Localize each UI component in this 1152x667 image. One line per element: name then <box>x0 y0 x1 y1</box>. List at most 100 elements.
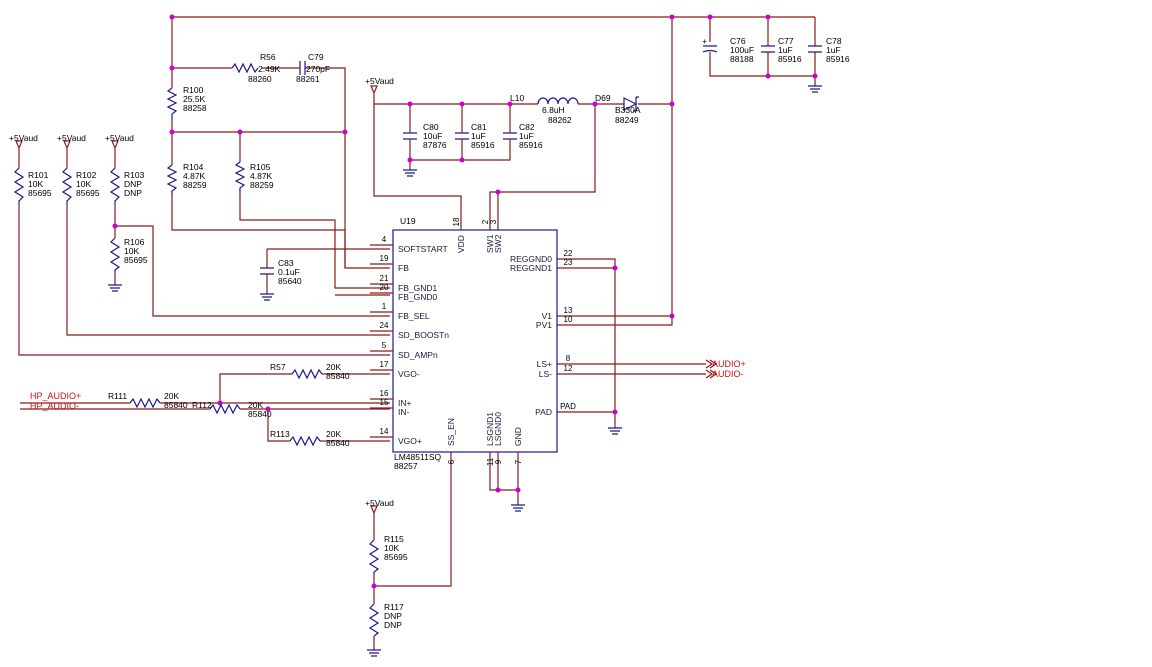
component-ref: R100 <box>183 85 204 95</box>
component-value: B330A <box>615 105 641 115</box>
component-ref: R111 <box>108 391 127 401</box>
component-ref: R104 <box>183 162 204 172</box>
chip-pin-number: 1 <box>382 302 387 311</box>
component-value: 20K <box>326 429 341 439</box>
chip-pin-number: 20 <box>380 283 389 292</box>
component-ref: C80 <box>423 122 439 132</box>
chip-pin-number: 13 <box>564 306 573 315</box>
chip-pin-number: 14 <box>380 427 389 436</box>
component-ref: R112 <box>192 400 212 410</box>
component-ref: C76 <box>730 36 746 46</box>
chip-pin-name: LSGND0 <box>493 412 503 446</box>
component-code: 88258 <box>183 103 207 113</box>
component-value: 1uF <box>826 45 841 55</box>
junctions <box>112 14 818 589</box>
chip-pin-number: 12 <box>564 364 573 373</box>
chip-pin-name: SW2 <box>493 234 503 253</box>
chip-pin-name: LS+ <box>537 359 552 369</box>
chip-pin-number: 11 <box>486 457 495 466</box>
component-ref: R56 <box>260 52 276 62</box>
chip-pin-number: 10 <box>564 315 573 324</box>
component-code: 85695 <box>28 188 52 198</box>
component-code: 85840 <box>326 438 350 448</box>
component-value: 10K <box>76 179 91 189</box>
component-code: 85640 <box>278 276 302 286</box>
component-code: 88260 <box>248 74 272 84</box>
supply-label: +5Vaud <box>365 76 394 86</box>
component-ref: R106 <box>124 237 145 247</box>
component-value: 20K <box>164 391 179 401</box>
component-value: 10uF <box>423 131 442 141</box>
component-ref: R115 <box>384 534 404 544</box>
component-ref: C79 <box>308 52 324 62</box>
component-code: 85840 <box>326 371 350 381</box>
component-code: 85695 <box>76 188 100 198</box>
power-arrows <box>15 85 378 515</box>
chip-pin-name: REGGND0 <box>510 254 552 264</box>
component-code: 88259 <box>250 180 274 190</box>
component-code: 88261 <box>296 74 320 84</box>
chip-pin-name: SD_AMPn <box>398 350 438 360</box>
chip-pin-name: FB_SEL <box>398 311 430 321</box>
net-labels: HP_AUDIO+ HP_AUDIO- AUDIO+ AUDIO- <box>30 359 746 411</box>
chip-pin-number: 22 <box>564 249 573 258</box>
chip-pin-name: SOFTSTART <box>398 244 448 254</box>
component-ref: L10 <box>510 93 524 103</box>
component-value: 1uF <box>471 131 486 141</box>
diode-d69 <box>623 96 639 112</box>
chip-pin-number: 18 <box>452 217 461 226</box>
chip-pin-name: SS_EN <box>446 418 456 446</box>
component-code: 85916 <box>826 54 850 64</box>
component-code: 85916 <box>471 140 495 150</box>
chip-pin-name: PAD <box>535 407 552 417</box>
component-ref: C82 <box>519 122 535 132</box>
chip-pin-name: V1 <box>542 311 553 321</box>
component-ref: C77 <box>778 36 794 46</box>
net-label-hp-neg: HP_AUDIO- <box>30 401 79 411</box>
chip-pin-number: PAD <box>560 402 576 411</box>
chip-pin-name: LSGND1 <box>485 412 495 446</box>
component-ref: R102 <box>76 170 97 180</box>
component-code: 88262 <box>548 115 572 125</box>
chip-pin-name: LS- <box>539 369 552 379</box>
component-code: 85695 <box>124 255 148 265</box>
supply-label: +5Vaud <box>105 133 134 143</box>
component-code: 85916 <box>519 140 543 150</box>
chip-pin-name: PV1 <box>536 320 552 330</box>
component-labels: R562.49K88260C79270pF88261R10025.5K88258… <box>28 36 850 630</box>
component-value: 100uF <box>730 45 754 55</box>
net-label-hp-pos: HP_AUDIO+ <box>30 391 81 401</box>
output-arrows <box>705 359 718 379</box>
chip-pin-number: 4 <box>382 235 387 244</box>
component-code: 85916 <box>778 54 802 64</box>
capacitors: + <box>260 36 822 275</box>
chip-code: 88257 <box>394 461 418 471</box>
chip-left-pins: 4SOFTSTART19FB21FB_GND120FB_GND01FB_SEL2… <box>370 235 449 446</box>
chip-pin-number: 2 <box>481 219 490 224</box>
inductor-l10 <box>537 97 579 105</box>
component-value: 6.8uH <box>542 105 565 115</box>
supply-label: +5Vaud <box>365 498 394 508</box>
chip-pin-name: SW1 <box>485 234 495 253</box>
chip-pin-name: GND <box>513 427 523 446</box>
supply-label: +5Vaud <box>57 133 86 143</box>
net-label-out-pos: AUDIO+ <box>712 359 746 369</box>
chip-pin-name: VDD <box>456 235 466 253</box>
component-code: DNP <box>124 188 142 198</box>
supply-labels: +5Vaud +5Vaud +5Vaud +5Vaud +5Vaud <box>9 76 394 508</box>
component-value: DNP <box>384 611 402 621</box>
polarity-plus: + <box>702 36 707 46</box>
component-value: 0.1uF <box>278 267 300 277</box>
component-value: 10K <box>384 543 399 553</box>
chip-pin-number: 9 <box>494 459 503 464</box>
wires <box>18 16 816 650</box>
chip-pin-name: IN- <box>398 407 410 417</box>
component-ref: C83 <box>278 258 294 268</box>
component-value: 25.5K <box>183 94 206 104</box>
chip-pin-name: REGGND1 <box>510 263 552 273</box>
chip-pin-name: VGO+ <box>398 436 422 446</box>
component-value: 10K <box>124 246 139 256</box>
